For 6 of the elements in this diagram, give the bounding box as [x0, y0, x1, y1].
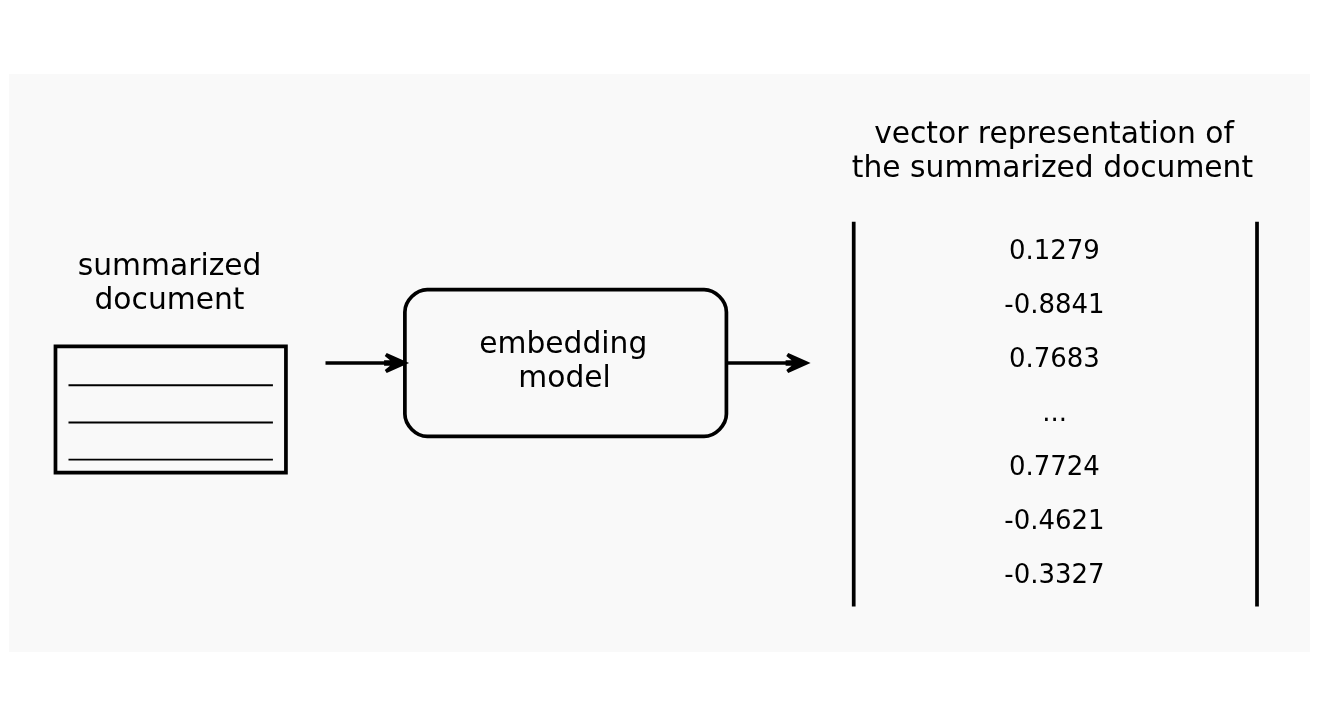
node-label: summarized document: [77, 246, 262, 316]
node-text: vector representation of the summarized document 0.1279 -0.8841 0.7683 ... 0.7724 -0.4621 -0.3327: [851, 114, 1254, 589]
node-box: [53, 343, 288, 474]
node-box: embedding model: [403, 287, 729, 438]
arrow: [325, 352, 407, 373]
arrow: [727, 352, 808, 373]
